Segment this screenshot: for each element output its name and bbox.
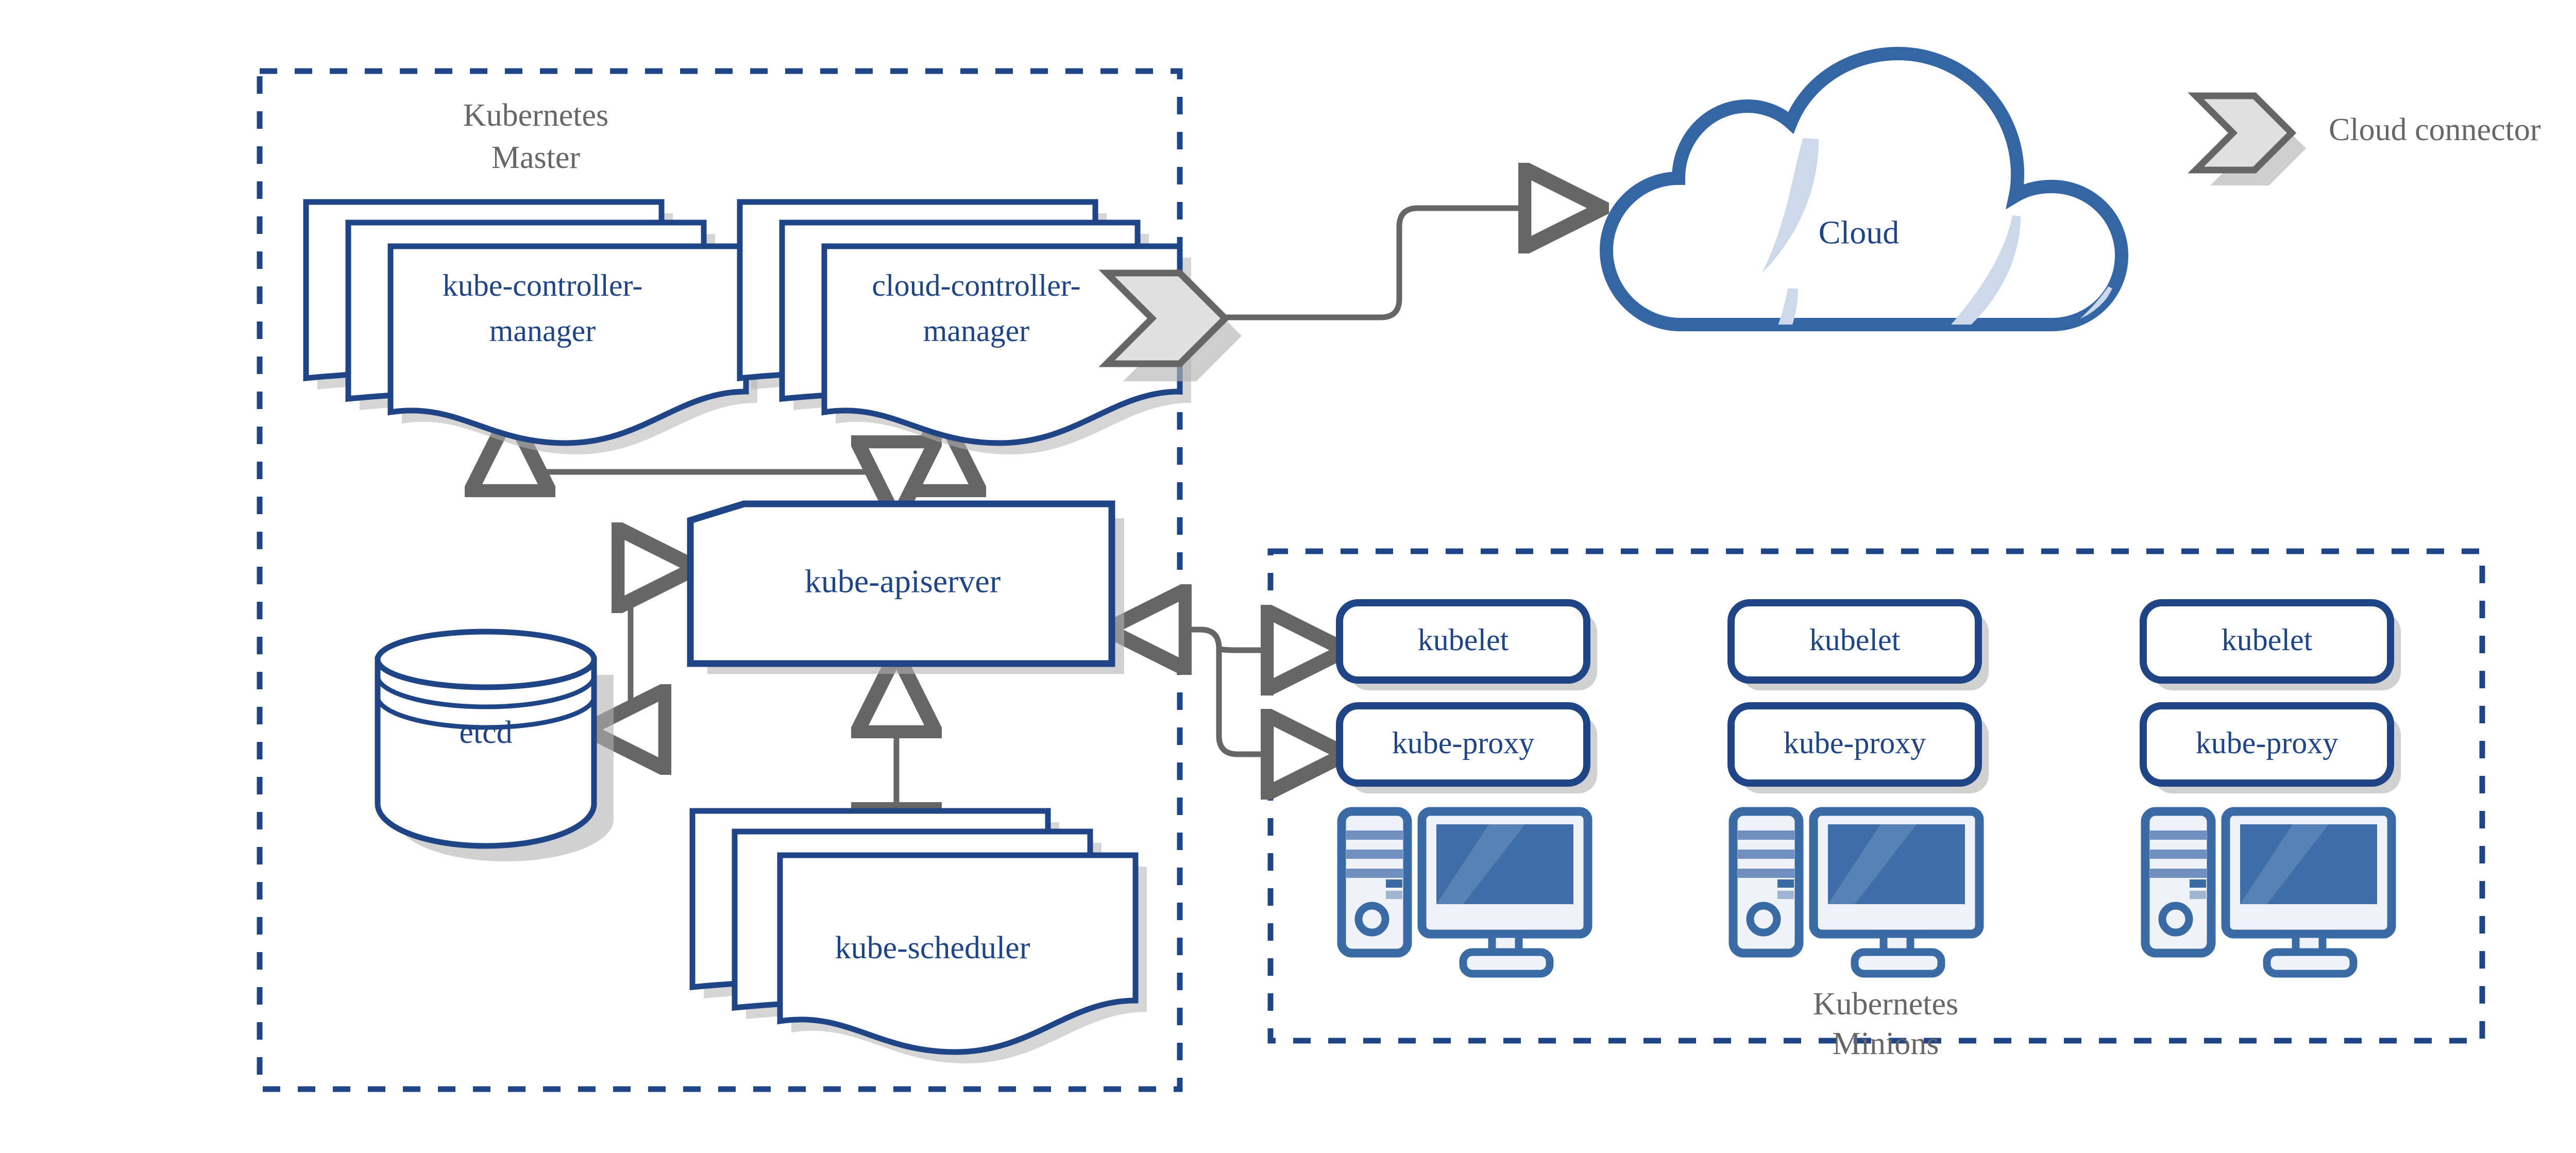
tower-bar-2 [1346,850,1403,859]
connector-minions-to-apiserver [1118,630,1222,648]
monitor-base [1851,948,1945,978]
cloud-controller-manager-label-line2: manager [923,314,1030,348]
minion-2-kubelet-label: kubelet [1809,623,1901,657]
tower-bar-2 [2150,850,2207,859]
ccm-chevron [1098,269,1230,367]
cloud-body [1599,46,2129,331]
computer-icon [1337,807,1592,978]
ccm-front-sheet [821,243,1183,446]
m2-kubeproxy-box[interactable] [1727,702,1982,787]
tower-power-button [1746,902,1781,937]
etcd-top-ellipse [375,629,597,690]
tower-bar-3 [1346,869,1403,878]
node-etcd[interactable]: etcd [375,629,614,861]
etcd-label: etcd [459,715,512,750]
node-kube-controller-manager[interactable]: kube-controller- manager [303,199,757,454]
apiserver-body [687,500,1115,667]
minion-3-kubeproxy-label: kube-proxy [2196,726,2338,760]
monitor-screen-highlight [1436,824,1525,904]
connector-apiserver-to-etcd [598,568,685,730]
master-zone-label-line2: Master [492,140,581,175]
master-zone-label-line1: Kubernetes [463,98,608,133]
m2-kubelet-box[interactable] [1727,599,1982,684]
minion-1-kubeproxy-label: kube-proxy [1392,726,1535,760]
node-cloud-controller-manager[interactable]: cloud-controller- manager [737,199,1191,454]
connector-apiserver-to-kubelet [1216,648,1334,650]
connector-cloud-controller-to-cloud [1175,208,1592,320]
tower-bar-3 [2150,869,2207,878]
master-zone-border [257,68,1183,1092]
m1-kubelet-box[interactable] [1336,599,1590,684]
cloud-label: Cloud [1819,214,1899,251]
monitor-screen-highlight [2240,824,2329,904]
minion-3-kubelet-label: kubelet [2222,623,2313,657]
kube-controller-manager-label-line2: manager [489,314,596,348]
kube-apiserver-label: kube-apiserver [805,563,1001,600]
minions-zone-label-line2: Minions [1833,1026,1939,1061]
etcd-ring-1 [375,675,597,709]
tower-led-2 [1777,891,1794,899]
etcd-body [375,656,597,849]
tower-bar-2 [1738,850,1794,859]
cloud-accent-4 [2050,286,2112,325]
tower-bar-3 [1738,869,1794,878]
tower-power-button [2158,902,2193,937]
monitor-base [2263,948,2358,978]
cloud-accents [1736,138,2112,325]
scheduler-front-sheet [777,852,1139,1055]
tower-bar-1 [1738,830,1794,840]
minion-1-kubelet-label: kubelet [1418,623,1509,657]
legend: Cloud connector [2188,92,2541,185]
connector-layer [510,208,1592,876]
computer-icon [2141,807,2396,978]
m3-kubeproxy-box[interactable] [2140,702,2394,787]
kube-controller-manager-label-line1: kube-controller- [443,268,643,302]
monitor-base [1459,948,1554,978]
kcm-front-sheet [387,243,749,446]
kubernetes-master-zone: Kubernetes Master [257,68,1183,1092]
tower-led-1 [1386,879,1402,888]
kube-scheduler-label: kube-scheduler [835,930,1030,965]
m1-kubeproxy-box[interactable] [1336,702,1590,787]
computer-icon [1728,807,1984,978]
cloud-connector-chevron-icon [1098,269,1242,381]
cloud-accent-3 [1927,215,2021,325]
connector-kube-controller-to-apiserver [510,423,879,472]
node-kube-apiserver[interactable]: kube-apiserver [687,500,1124,674]
monitor-screen-highlight [1828,824,1917,904]
node-cloud[interactable]: Cloud [1599,46,2129,402]
node-kube-scheduler[interactable]: kube-scheduler [689,808,1147,1063]
minion-2-kubeproxy-label: kube-proxy [1784,726,1926,760]
tower-led-1 [1777,879,1794,888]
tower-led-1 [2190,879,2206,888]
cloud-connector-icon [2188,92,2297,174]
tower-bar-1 [2150,830,2207,840]
cloud-accent-2 [1736,289,1798,325]
tower-bar-1 [1346,830,1403,840]
tower-led-2 [1386,891,1402,899]
m3-kubelet-box[interactable] [2140,599,2394,684]
legend-cloud-connector-label: Cloud connector [2329,112,2541,147]
cloud-controller-manager-label-line1: cloud-controller- [872,268,1080,302]
minion-node-1[interactable]: kubelet kube-proxy [1336,599,1597,978]
minion-node-2[interactable]: kubelet kube-proxy [1727,599,1989,978]
minions-zone-label-line1: Kubernetes [1813,987,1958,1022]
cloud-accent-1 [1762,138,1819,273]
minion-node-3[interactable]: kubelet kube-proxy [2140,599,2401,978]
tower-power-button [1354,902,1389,937]
tower-led-2 [2190,891,2206,899]
etcd-ring-2 [375,696,597,730]
